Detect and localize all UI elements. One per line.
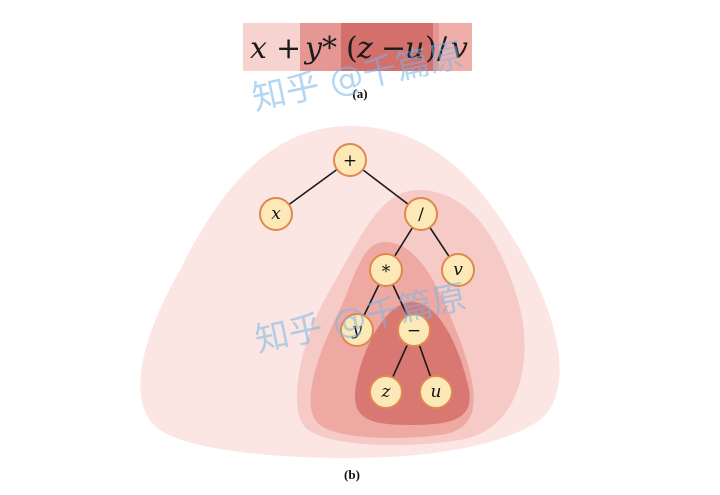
expr-lparen: (	[346, 31, 358, 66]
node-z	[369, 375, 403, 409]
node-div	[404, 197, 438, 231]
expr-minus: −	[381, 31, 406, 66]
expr-z: z	[356, 31, 373, 66]
expr-slash: /	[437, 31, 448, 66]
expr-u: u	[405, 31, 424, 66]
caption-b: (b)	[344, 467, 360, 482]
expr-x: x	[250, 31, 267, 66]
node-mul-label: *	[382, 262, 391, 282]
node-mul	[369, 253, 403, 287]
band-minus	[341, 23, 433, 71]
expr-rparen: )	[425, 31, 437, 66]
node-y-label: y	[351, 320, 362, 340]
expr-star: *	[322, 31, 337, 66]
node-v-label: v	[453, 260, 463, 280]
node-labels: + x / * v y − z u	[271, 151, 463, 402]
node-x-label: x	[271, 204, 281, 224]
node-u	[419, 375, 453, 409]
expr-v: v	[451, 31, 468, 66]
node-div-label: /	[418, 205, 424, 225]
node-y	[340, 313, 374, 347]
expr-y: y	[303, 31, 323, 66]
node-minus	[397, 313, 431, 347]
caption-a: (a)	[352, 86, 367, 101]
node-z-label: z	[381, 382, 392, 402]
node-v	[441, 253, 475, 287]
node-minus-label: −	[407, 321, 421, 341]
expr-plus: +	[276, 31, 301, 66]
node-x	[259, 197, 293, 231]
tree-nodes	[259, 143, 475, 409]
node-u-label: u	[431, 382, 442, 402]
node-plus-label: +	[343, 151, 357, 171]
node-plus	[333, 143, 367, 177]
expression-strip: x + y * ( z − u ) / v	[243, 23, 472, 71]
